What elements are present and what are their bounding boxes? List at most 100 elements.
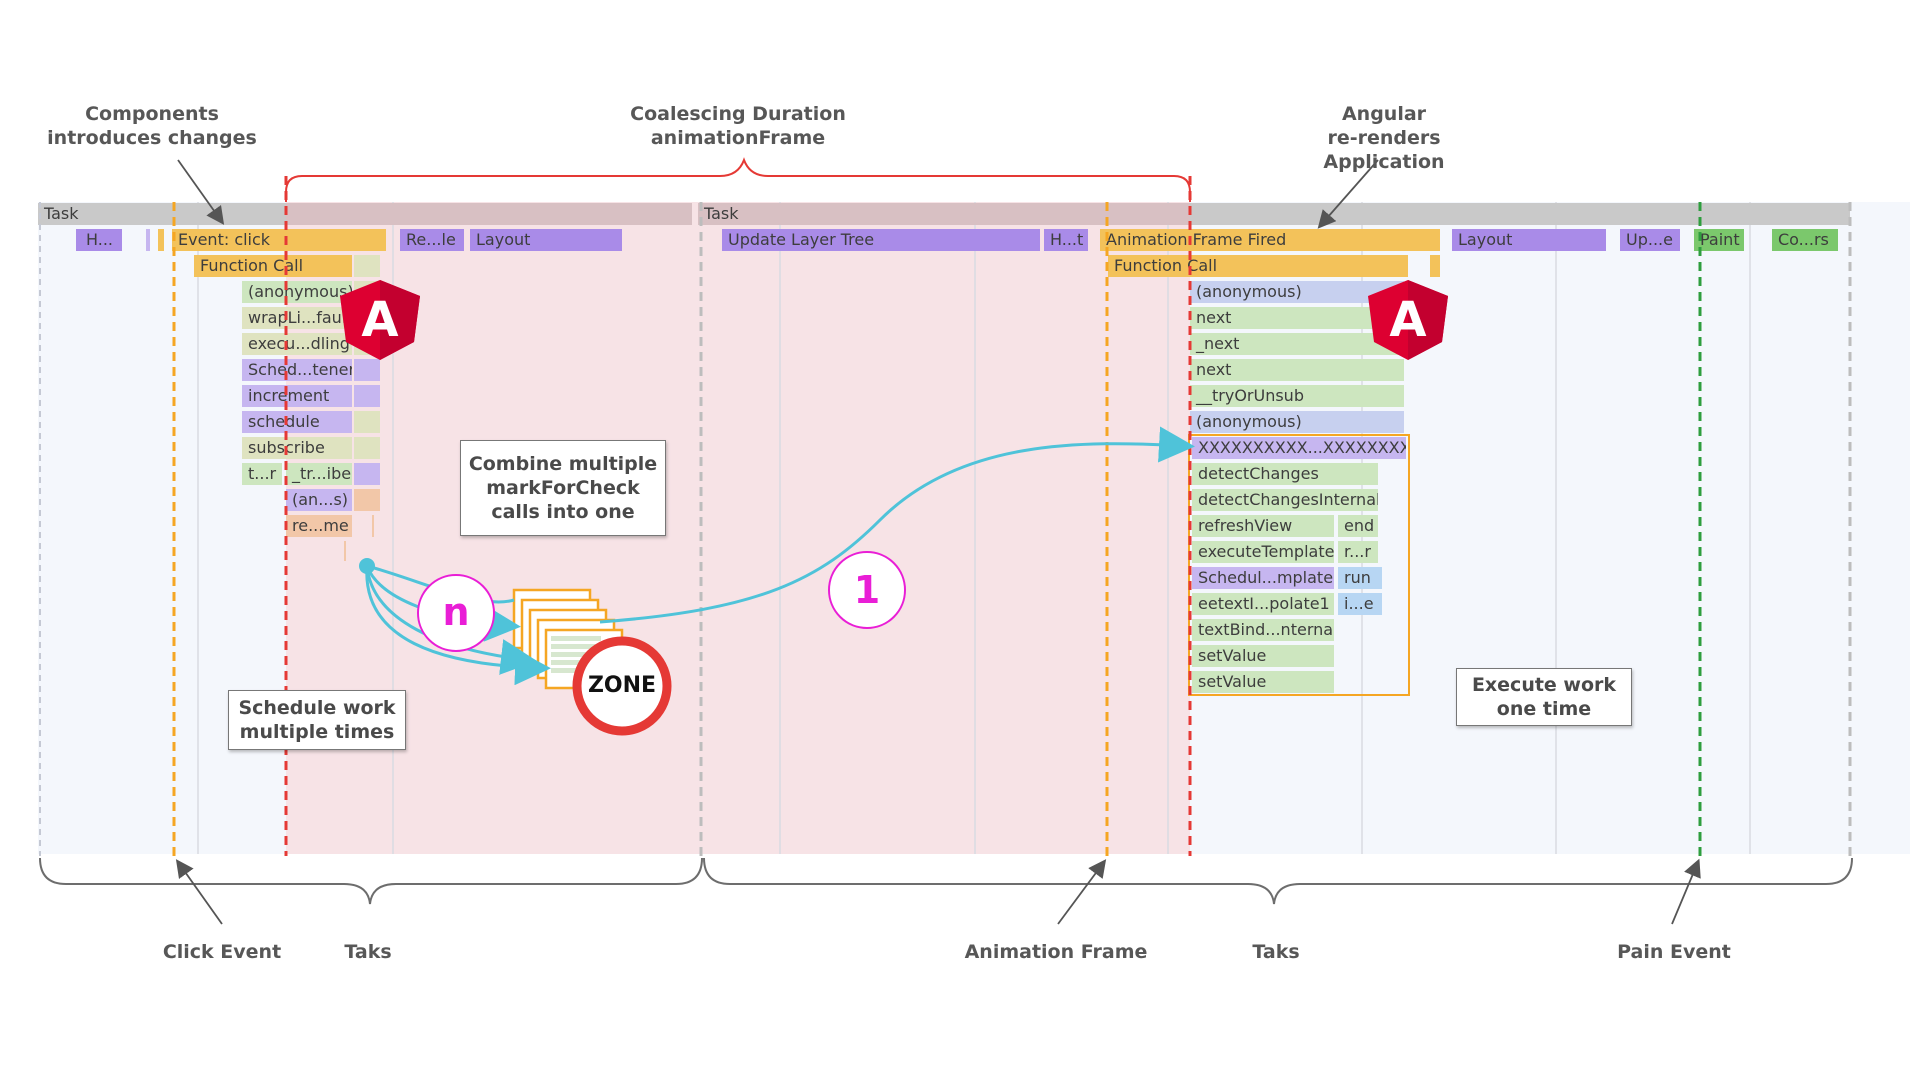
coalesce-bracket [285, 157, 1191, 202]
label-components: Components introduces changes [40, 102, 264, 150]
layout-bar-left[interactable]: Layout [470, 229, 622, 251]
label-coalescing-line1: Coalescing Duration [630, 103, 846, 125]
frame-tr[interactable]: t...r [242, 463, 282, 485]
frame-text-interpolate[interactable]: eetextI...polate1 [1192, 593, 1334, 615]
frame-text-binding-internal[interactable]: textBind...nternal [1192, 619, 1334, 641]
frame-wraplistener[interactable]: wrapLi...fault [242, 307, 352, 329]
event-click-bar[interactable]: Event: click [172, 229, 386, 251]
task-bar-right[interactable]: Task [698, 203, 1190, 225]
frame-side-6 [354, 437, 380, 459]
function-call-side-right [1430, 255, 1440, 277]
coalescing-region [286, 202, 1190, 854]
frame-anonymous-left[interactable]: (anonymous) [242, 281, 352, 303]
label-click-event: Click Event [162, 941, 282, 963]
frame-next-2[interactable]: next [1190, 359, 1404, 381]
n-badge-label: n [442, 590, 470, 634]
frame-end[interactable]: end [1338, 515, 1378, 537]
angular-logo-right [1368, 280, 1448, 360]
frame-refresh-view[interactable]: refreshView [1192, 515, 1334, 537]
angular-logo-left [340, 280, 420, 360]
arrow-to-stack-2 [365, 565, 537, 675]
frame-next-private[interactable]: _next [1190, 333, 1404, 355]
label-angular: Angular re-renders Application [1264, 102, 1504, 174]
callout-combine-line1: Combine multiple [468, 453, 658, 475]
callout-execute: Execute work one time [1456, 668, 1632, 726]
callout-execute-line2: one time [1496, 698, 1592, 720]
frame-schedule[interactable]: schedule [242, 411, 352, 433]
frame-next-1[interactable]: next [1190, 307, 1404, 329]
zone-badge-label: ZONE [587, 673, 657, 698]
frame-tryorunsubscribe[interactable]: _tr...ibe [286, 463, 352, 485]
callout-schedule: Schedule work multiple times [228, 690, 406, 750]
frame-side-8 [354, 489, 380, 511]
frame-side-4 [354, 385, 380, 407]
frame-execute-handling[interactable]: execu...dling [242, 333, 352, 355]
frame-execute-template[interactable]: executeTemplate [1192, 541, 1334, 563]
function-call-bar-left[interactable]: Function Call [194, 255, 352, 277]
frame-tryorunsub[interactable]: __tryOrUnsub [1190, 385, 1404, 407]
frame-anonymous-small[interactable]: (an...s) [286, 489, 352, 511]
leader-components [177, 159, 225, 225]
composite-bar[interactable]: Co...rs [1772, 229, 1838, 251]
update-bar[interactable]: Up...e [1620, 229, 1680, 251]
frame-increment[interactable]: increment [242, 385, 352, 407]
frame-tick-2 [372, 515, 374, 537]
frame-xxx[interactable]: XXXXXXXXXX...XXXXXXXXX [1192, 437, 1406, 459]
brace-right-task [703, 857, 1853, 905]
frame-side-3 [354, 359, 380, 381]
frame-set-value-2[interactable]: setValue [1192, 671, 1334, 693]
callout-combine-line2: markForCheck [486, 477, 640, 499]
n-badge-circle [417, 574, 495, 652]
hit-test-bar[interactable]: H...t [1044, 229, 1088, 251]
label-coalescing-line2: animationFrame [650, 127, 826, 149]
frame-detect-changes[interactable]: detectChanges [1192, 463, 1378, 485]
callout-combine: Combine multiple markForCheck calls into… [460, 440, 666, 536]
frame-schedule-template[interactable]: Schedul...mplate [1192, 567, 1334, 589]
label-pain-event: Pain Event [1617, 941, 1731, 963]
frame-anonymous-right-1[interactable]: (anonymous) [1190, 281, 1404, 303]
angular-letter-right: A [1389, 292, 1427, 348]
frame-rr[interactable]: r...r [1338, 541, 1378, 563]
task-bar-right-rest [1190, 203, 1850, 225]
frame-side-7 [354, 463, 380, 485]
frame-side-5 [354, 411, 380, 433]
update-layer-tree-bar[interactable]: Update Layer Tree [722, 229, 1040, 251]
zone-badge-circle [572, 636, 672, 736]
frame-anonymous-right-2[interactable]: (anonymous) [1190, 411, 1404, 433]
detect-changes-highlight [1188, 434, 1410, 696]
frame-request-frame[interactable]: re...me [286, 515, 352, 537]
leader-animation [1057, 859, 1107, 925]
label-components-line2: introduces changes [47, 127, 257, 149]
label-coalescing: Coalescing Duration animationFrame [618, 102, 858, 150]
animation-frame-fired-bar[interactable]: Animation Frame Fired [1100, 229, 1440, 251]
frame-tick-1 [344, 541, 346, 561]
frame-ie[interactable]: i...e [1338, 593, 1382, 615]
leader-click [175, 859, 223, 925]
angular-letter-left: A [361, 292, 399, 348]
label-components-line1: Components [85, 103, 219, 125]
arrow-to-stack-3 [365, 565, 551, 686]
frame-run[interactable]: run [1338, 567, 1382, 589]
callout-execute-line1: Execute work [1471, 674, 1617, 696]
small-bar-2 [158, 229, 164, 251]
brace-left-task [39, 857, 703, 905]
h-bar[interactable]: H... [76, 229, 122, 251]
frame-schedule-listener[interactable]: Sched...tener [242, 359, 352, 381]
callout-schedule-line2: multiple times [239, 721, 395, 743]
layout-bar-right[interactable]: Layout [1452, 229, 1606, 251]
small-bar-1 [146, 229, 150, 251]
callout-schedule-line1: Schedule work [238, 697, 396, 719]
recalc-style-bar[interactable]: Re...le [400, 229, 464, 251]
label-animation-frame: Animation Frame [964, 941, 1148, 963]
function-call-side-left [354, 255, 380, 277]
leader-paint [1671, 858, 1701, 925]
frame-set-value-1[interactable]: setValue [1192, 645, 1334, 667]
paint-bar[interactable]: Paint [1694, 229, 1744, 251]
leader-angular [1317, 159, 1379, 229]
frame-detect-changes-internal[interactable]: detectChangesInternal [1192, 489, 1378, 511]
label-angular-line2: re-renders Application [1323, 127, 1445, 173]
one-badge-label: 1 [853, 568, 881, 612]
label-angular-line1: Angular [1341, 103, 1427, 125]
